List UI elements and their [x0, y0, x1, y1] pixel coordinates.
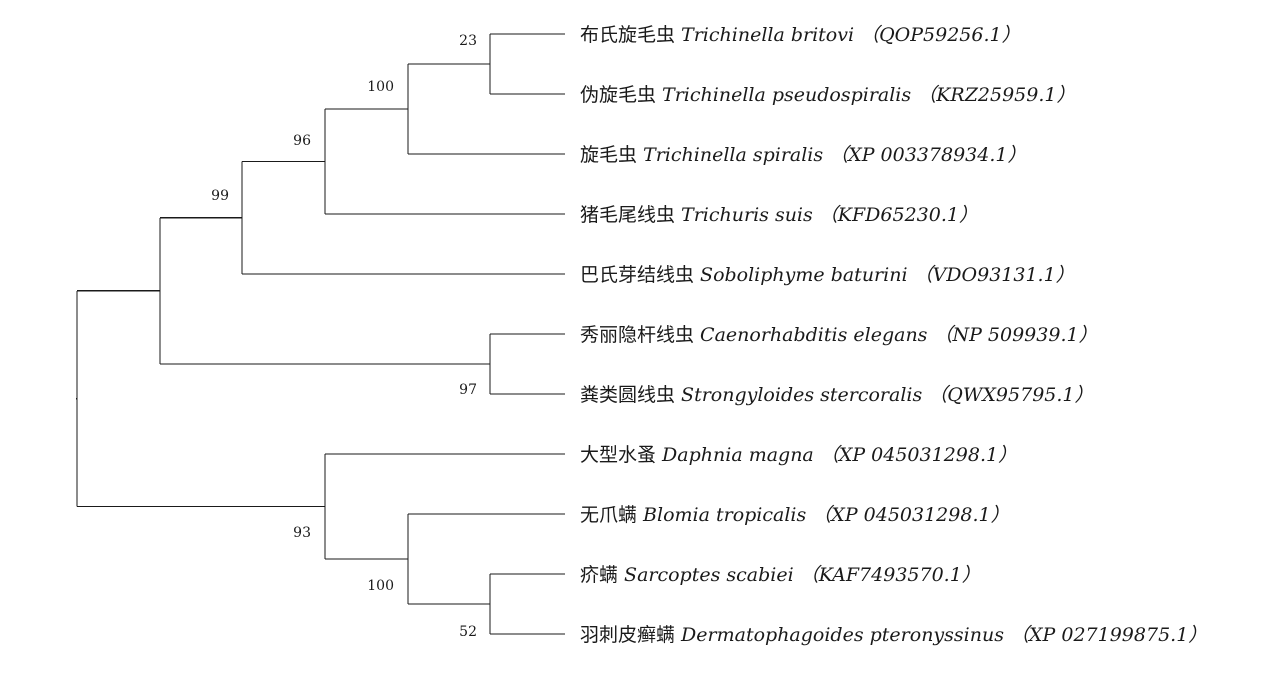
taxon-label: 巴氏芽结线虫 Soboliphyme baturini （VDO93131.1）	[580, 264, 1075, 286]
taxon-chinese-name: 无爪螨	[580, 504, 643, 526]
bootstrap-value: 96	[293, 133, 311, 149]
bootstrap-value: 99	[211, 188, 229, 204]
taxon-chinese-name: 大型水蚤	[580, 444, 662, 466]
taxon-accession: （XP 045031298.1）	[820, 444, 1017, 466]
taxon-label: 大型水蚤 Daphnia magna （XP 045031298.1）	[580, 444, 1017, 466]
taxon-scientific-name: Trichuris suis	[681, 204, 819, 226]
taxon-label: 粪类圆线虫 Strongyloides stercoralis （QWX9579…	[580, 384, 1094, 406]
taxon-label: 羽刺皮癣螨 Dermatophagoides pteronyssinus （XP…	[580, 624, 1207, 646]
taxon-scientific-name: Caenorhabditis elegans	[700, 324, 933, 346]
taxon-label: 旋毛虫 Trichinella spiralis （XP 003378934.1…	[580, 144, 1026, 166]
taxon-scientific-name: Strongyloides stercoralis	[681, 384, 928, 406]
taxon-chinese-name: 猪毛尾线虫	[580, 204, 681, 226]
taxon-accession: （QOP59256.1）	[860, 24, 1021, 46]
bootstrap-value: 23	[459, 33, 477, 49]
taxon-labels: 布氏旋毛虫 Trichinella britovi （QOP59256.1） 伪旋…	[580, 24, 1207, 646]
taxon-scientific-name: Soboliphyme baturini	[700, 264, 914, 286]
taxon-accession: （XP 003378934.1）	[829, 144, 1026, 166]
taxon-chinese-name: 伪旋毛虫	[580, 84, 662, 106]
taxon-label: 疥螨 Sarcoptes scabiei （KAF7493570.1）	[580, 564, 981, 586]
taxon-accession: （KAF7493570.1）	[800, 564, 981, 586]
bootstrap-value: 93	[293, 525, 311, 541]
taxon-label: 伪旋毛虫 Trichinella pseudospiralis （KRZ2595…	[580, 84, 1075, 106]
taxon-scientific-name: Blomia tropicalis	[642, 504, 812, 526]
taxon-scientific-name: Trichinella spiralis	[643, 144, 829, 166]
taxon-label: 布氏旋毛虫 Trichinella britovi （QOP59256.1）	[580, 24, 1021, 46]
taxon-chinese-name: 布氏旋毛虫	[580, 24, 681, 46]
taxon-accession: （KRZ25959.1）	[917, 84, 1075, 106]
taxon-chinese-name: 羽刺皮癣螨	[580, 624, 681, 646]
taxon-chinese-name: 秀丽隐杆线虫	[580, 324, 700, 346]
tree-branches	[76, 33, 565, 635]
taxon-chinese-name: 巴氏芽结线虫	[580, 264, 700, 286]
taxon-accession: （KFD65230.1）	[819, 204, 978, 226]
taxon-accession: （NP 509939.1）	[933, 324, 1097, 346]
taxon-label: 猪毛尾线虫 Trichuris suis （KFD65230.1）	[580, 204, 978, 226]
taxon-scientific-name: Trichinella pseudospiralis	[662, 84, 917, 106]
bootstrap-value: 100	[367, 578, 394, 594]
taxon-accession: （QWX95795.1）	[928, 384, 1093, 406]
bootstrap-value: 100	[367, 79, 394, 95]
taxon-scientific-name: Dermatophagoides pteronyssinus	[680, 624, 1010, 646]
taxon-scientific-name: Sarcoptes scabiei	[624, 564, 800, 586]
taxon-chinese-name: 旋毛虫	[580, 144, 643, 166]
bootstrap-value: 52	[459, 624, 477, 640]
taxon-accession: （VDO93131.1）	[914, 264, 1075, 286]
taxon-scientific-name: Daphnia magna	[661, 444, 820, 466]
bootstrap-value: 97	[459, 382, 477, 398]
taxon-accession: （XP 027199875.1）	[1010, 624, 1207, 646]
taxon-scientific-name: Trichinella britovi	[681, 24, 860, 46]
taxon-chinese-name: 粪类圆线虫	[580, 384, 681, 406]
bootstrap-labels: 23 100 96 99 97 93 100 52	[211, 33, 477, 640]
taxon-chinese-name: 疥螨	[580, 564, 624, 586]
taxon-label: 无爪螨 Blomia tropicalis （XP 045031298.1）	[580, 504, 1010, 526]
taxon-label: 秀丽隐杆线虫 Caenorhabditis elegans （NP 509939…	[580, 324, 1098, 346]
taxon-accession: （XP 045031298.1）	[812, 504, 1009, 526]
